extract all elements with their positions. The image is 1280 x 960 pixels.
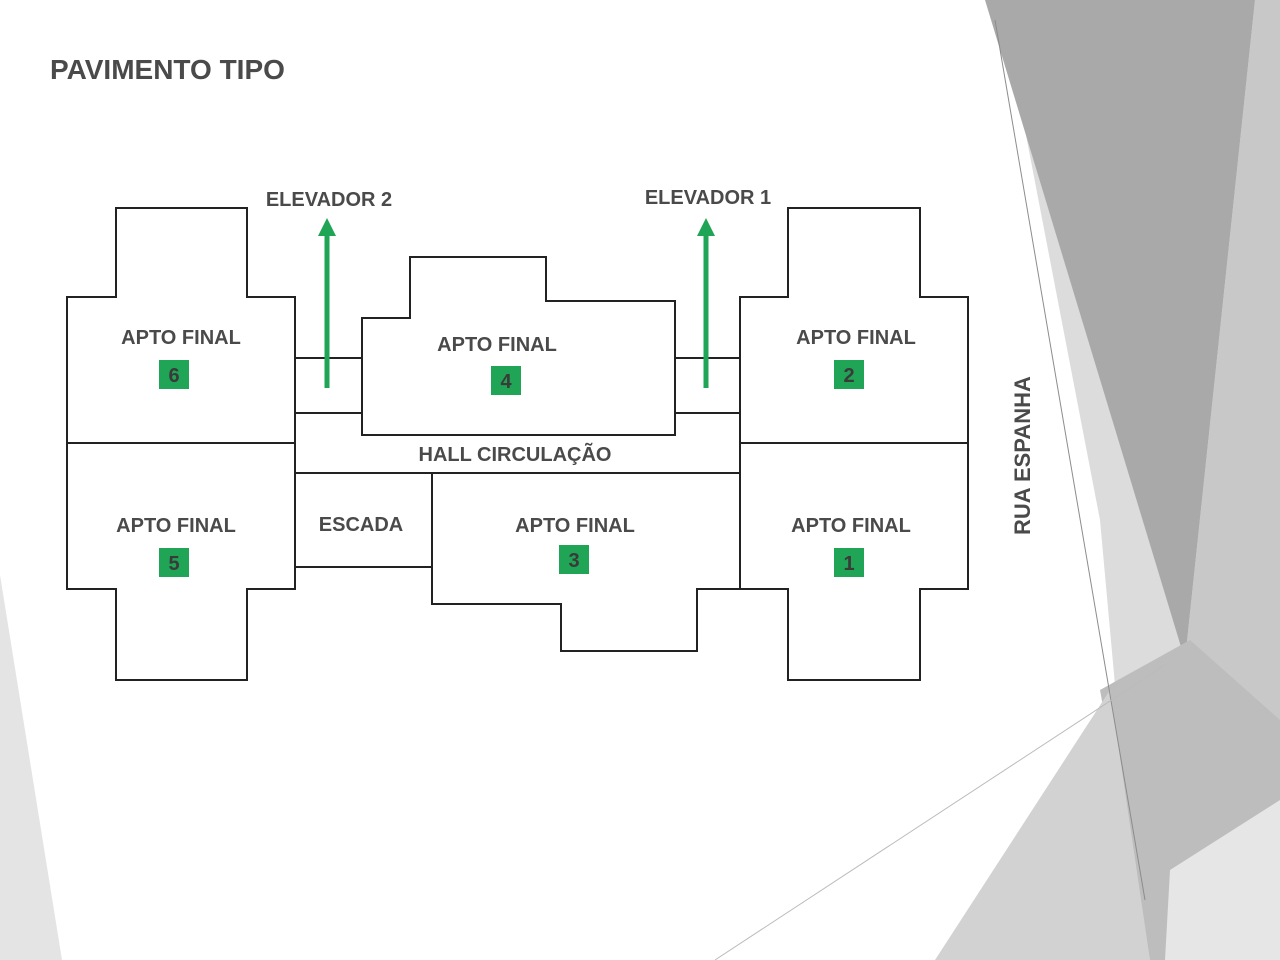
apt-5-badge xyxy=(159,548,189,577)
apartment-4 xyxy=(361,256,676,436)
apt-6-badge xyxy=(159,360,189,389)
apt-2-number: 2 xyxy=(843,365,854,387)
apt-2-label: APTO FINAL xyxy=(796,327,916,349)
elevator-1-arrow xyxy=(697,218,715,388)
apt-6-number: 6 xyxy=(168,365,179,387)
apt-1-badge xyxy=(834,548,864,577)
elevator-2-label: ELEVADOR 2 xyxy=(266,189,392,211)
apt-5-number: 5 xyxy=(168,553,179,575)
apt-3-badge xyxy=(559,545,589,574)
apartment-6 xyxy=(66,207,296,444)
apt-1-number: 1 xyxy=(843,553,854,575)
apt-4-badge xyxy=(491,366,521,395)
stair-room xyxy=(294,472,433,568)
apt-4-number: 4 xyxy=(500,371,512,393)
elevator-1-label: ELEVADOR 1 xyxy=(645,187,771,209)
apt-6-label: APTO FINAL xyxy=(121,327,241,349)
apt-4-label: APTO FINAL xyxy=(437,334,557,356)
street-label: RUA ESPANHA xyxy=(1010,376,1035,535)
page-title: PAVIMENTO TIPO xyxy=(50,54,285,85)
apt-3-label: APTO FINAL xyxy=(515,515,635,537)
hall-label: HALL CIRCULAÇÃO xyxy=(419,443,612,466)
apt-1-label: APTO FINAL xyxy=(791,515,911,537)
stair-label: ESCADA xyxy=(319,514,403,536)
apt-3-number: 3 xyxy=(568,550,579,572)
elevator-2-arrow xyxy=(318,218,336,388)
apt-5-label: APTO FINAL xyxy=(116,515,236,537)
apartment-2 xyxy=(739,207,969,444)
apt-2-badge xyxy=(834,360,864,389)
